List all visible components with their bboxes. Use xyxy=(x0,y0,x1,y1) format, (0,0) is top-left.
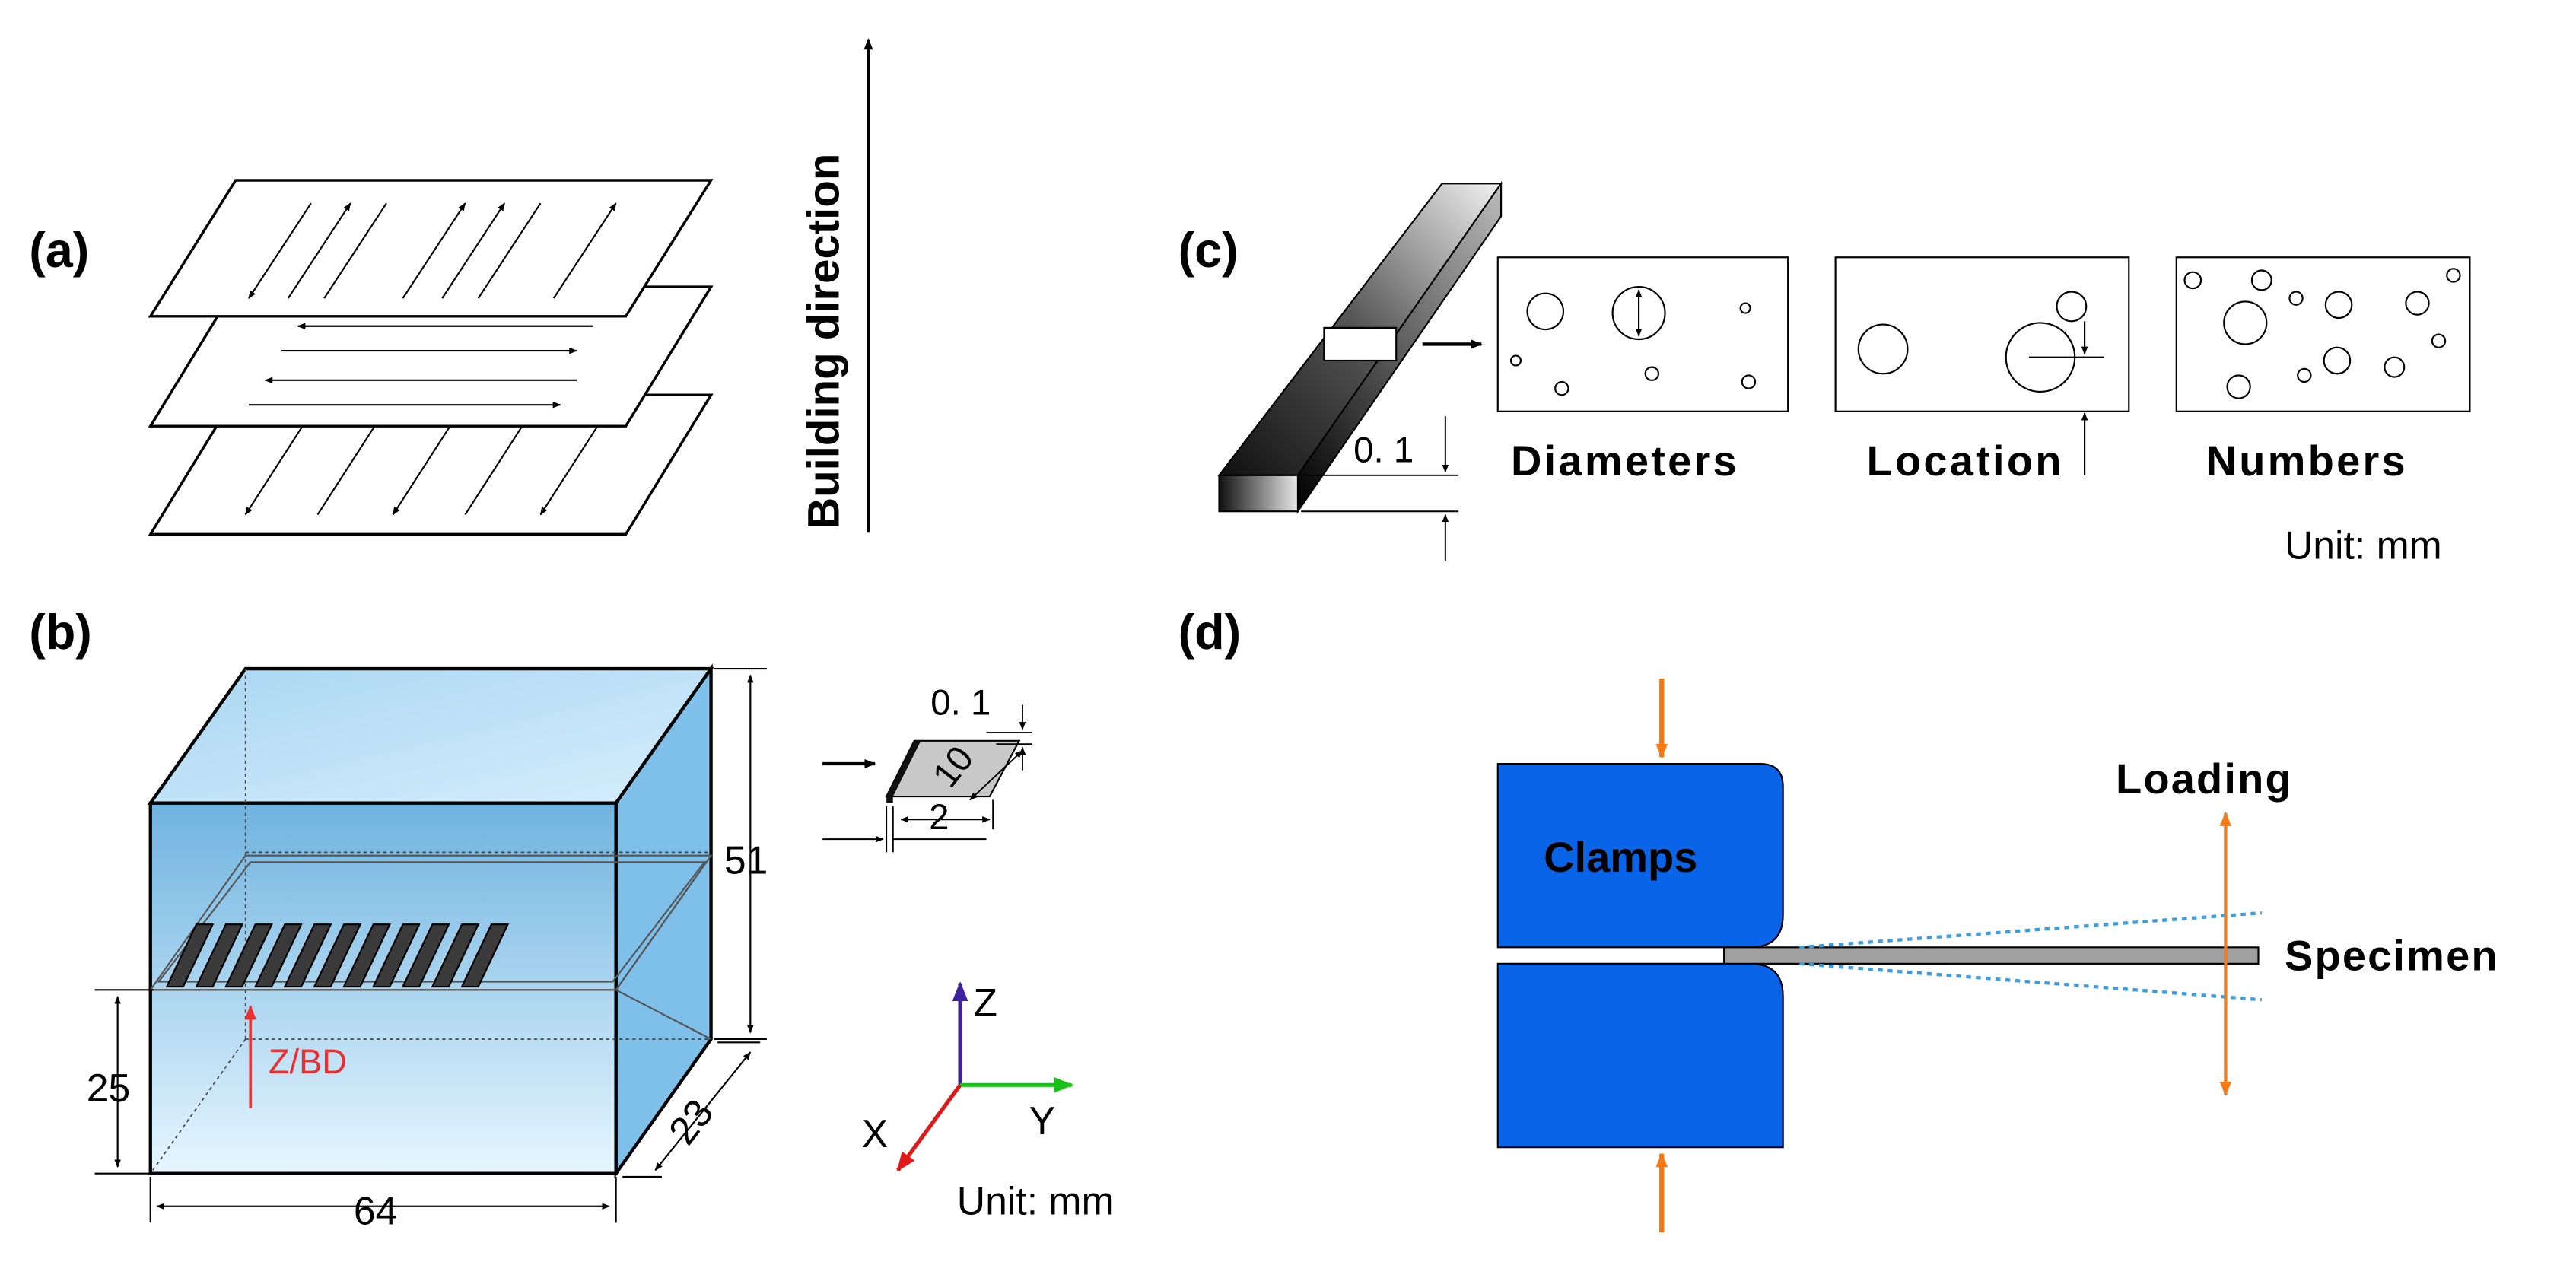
unit-label-b: Unit: mm xyxy=(957,1179,1115,1223)
category-location: Location xyxy=(1867,437,2064,485)
dim-lower xyxy=(94,989,154,1175)
deflection-envelope xyxy=(1799,911,2262,1002)
zbd-label: Z/BD xyxy=(269,1042,347,1081)
defect-location-box xyxy=(1834,256,2130,475)
cantilever-specimen xyxy=(1723,946,2260,965)
defect-numbers-box xyxy=(2175,256,2471,412)
panel-b: (b) xyxy=(29,604,1114,1232)
category-numbers: Numbers xyxy=(2206,437,2408,485)
axis-x-label: X xyxy=(862,1111,888,1156)
axis-y-label: Y xyxy=(1029,1098,1055,1143)
bar-thickness-label: 0. 1 xyxy=(1353,431,1414,471)
panel-c: (c) 0. 1 xyxy=(1178,180,2471,567)
axis-z-label: Z xyxy=(973,981,997,1025)
panel-d: (d) Clamps Loading Specimen xyxy=(1178,604,2499,1233)
unit-label-c: Unit: mm xyxy=(2285,523,2442,567)
panel-c-label: (c) xyxy=(1178,222,1239,278)
defect-diameters-box xyxy=(1496,256,1789,412)
layer-middle xyxy=(148,285,714,428)
dim-width xyxy=(149,1176,617,1223)
dim-lower-label: 25 xyxy=(87,1066,131,1110)
clamp-lower xyxy=(1496,962,1784,1149)
clamps-label: Clamps xyxy=(1544,833,1697,881)
panel-a-label: (a) xyxy=(29,222,89,278)
build-box xyxy=(147,663,714,1179)
building-direction-label: Building direction xyxy=(800,154,849,529)
panel-a: (a) xyxy=(29,38,873,536)
specimen-label: Specimen xyxy=(2285,931,2499,979)
dim-width-label: 64 xyxy=(354,1188,397,1232)
specimen-sketch: 0. 1 10 2 xyxy=(822,682,1032,853)
panel-d-label: (d) xyxy=(1178,604,1242,660)
specimen-thickness-label: 0. 1 xyxy=(930,682,991,723)
dim-height xyxy=(714,667,767,1041)
layer-top xyxy=(148,179,714,318)
panel-b-label: (b) xyxy=(29,604,92,660)
dim-height-label: 51 xyxy=(724,838,768,882)
coordinate-axes: Z Y X xyxy=(862,981,1074,1172)
dim-depth xyxy=(622,1041,761,1178)
specimen-width-label: 2 xyxy=(929,797,949,838)
category-diameters: Diameters xyxy=(1511,437,1739,485)
loading-label: Loading xyxy=(2116,755,2293,803)
specimen-bar: 0. 1 xyxy=(1217,180,1503,561)
specimen-array xyxy=(165,923,510,988)
